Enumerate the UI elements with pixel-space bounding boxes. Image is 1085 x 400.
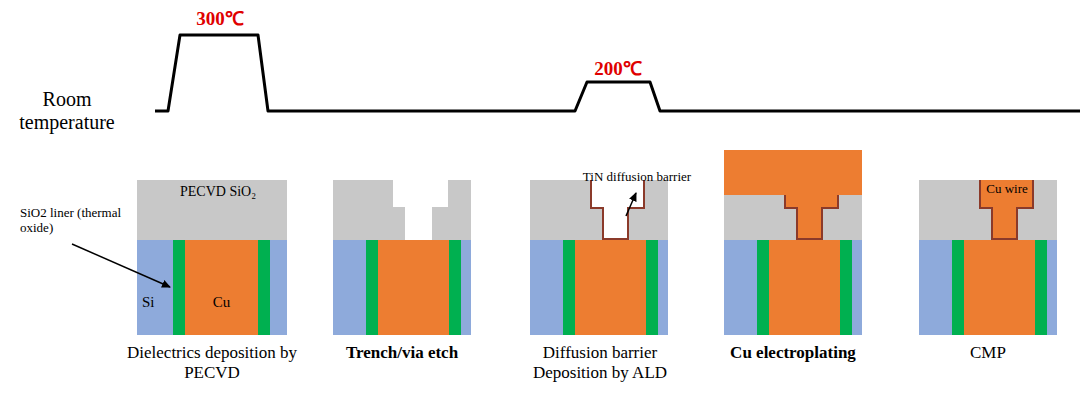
panel-etch	[333, 180, 471, 335]
material-label: Si	[142, 294, 172, 311]
panel-barrier	[530, 180, 668, 335]
step-caption: Trench/via etch	[317, 343, 487, 363]
layer-label: SiO2 liner (thermal oxide)	[20, 206, 130, 236]
leader-line	[72, 244, 170, 287]
panel-cmp	[919, 180, 1057, 335]
temperature-value: 300℃	[180, 8, 260, 30]
step-caption: Dielectrics deposition by PECVD	[122, 343, 302, 382]
step-caption: Cu electroplating	[703, 343, 883, 363]
layer-label: TiN diffusion barrier	[552, 170, 722, 185]
panel-electroplating	[724, 150, 862, 335]
step-caption: CMP	[918, 343, 1058, 363]
step-caption: Diffusion barrier Deposition by ALD	[505, 343, 695, 382]
layer-label: PECVD SiO₂	[180, 184, 290, 200]
axis-label: Room temperature	[2, 88, 132, 134]
temperature-value: 200℃	[578, 58, 658, 80]
panel-pecvd	[137, 180, 287, 335]
material-label: Cu	[195, 294, 248, 311]
temperature-profile	[155, 35, 1080, 111]
layer-label: Cu wire	[982, 182, 1032, 197]
